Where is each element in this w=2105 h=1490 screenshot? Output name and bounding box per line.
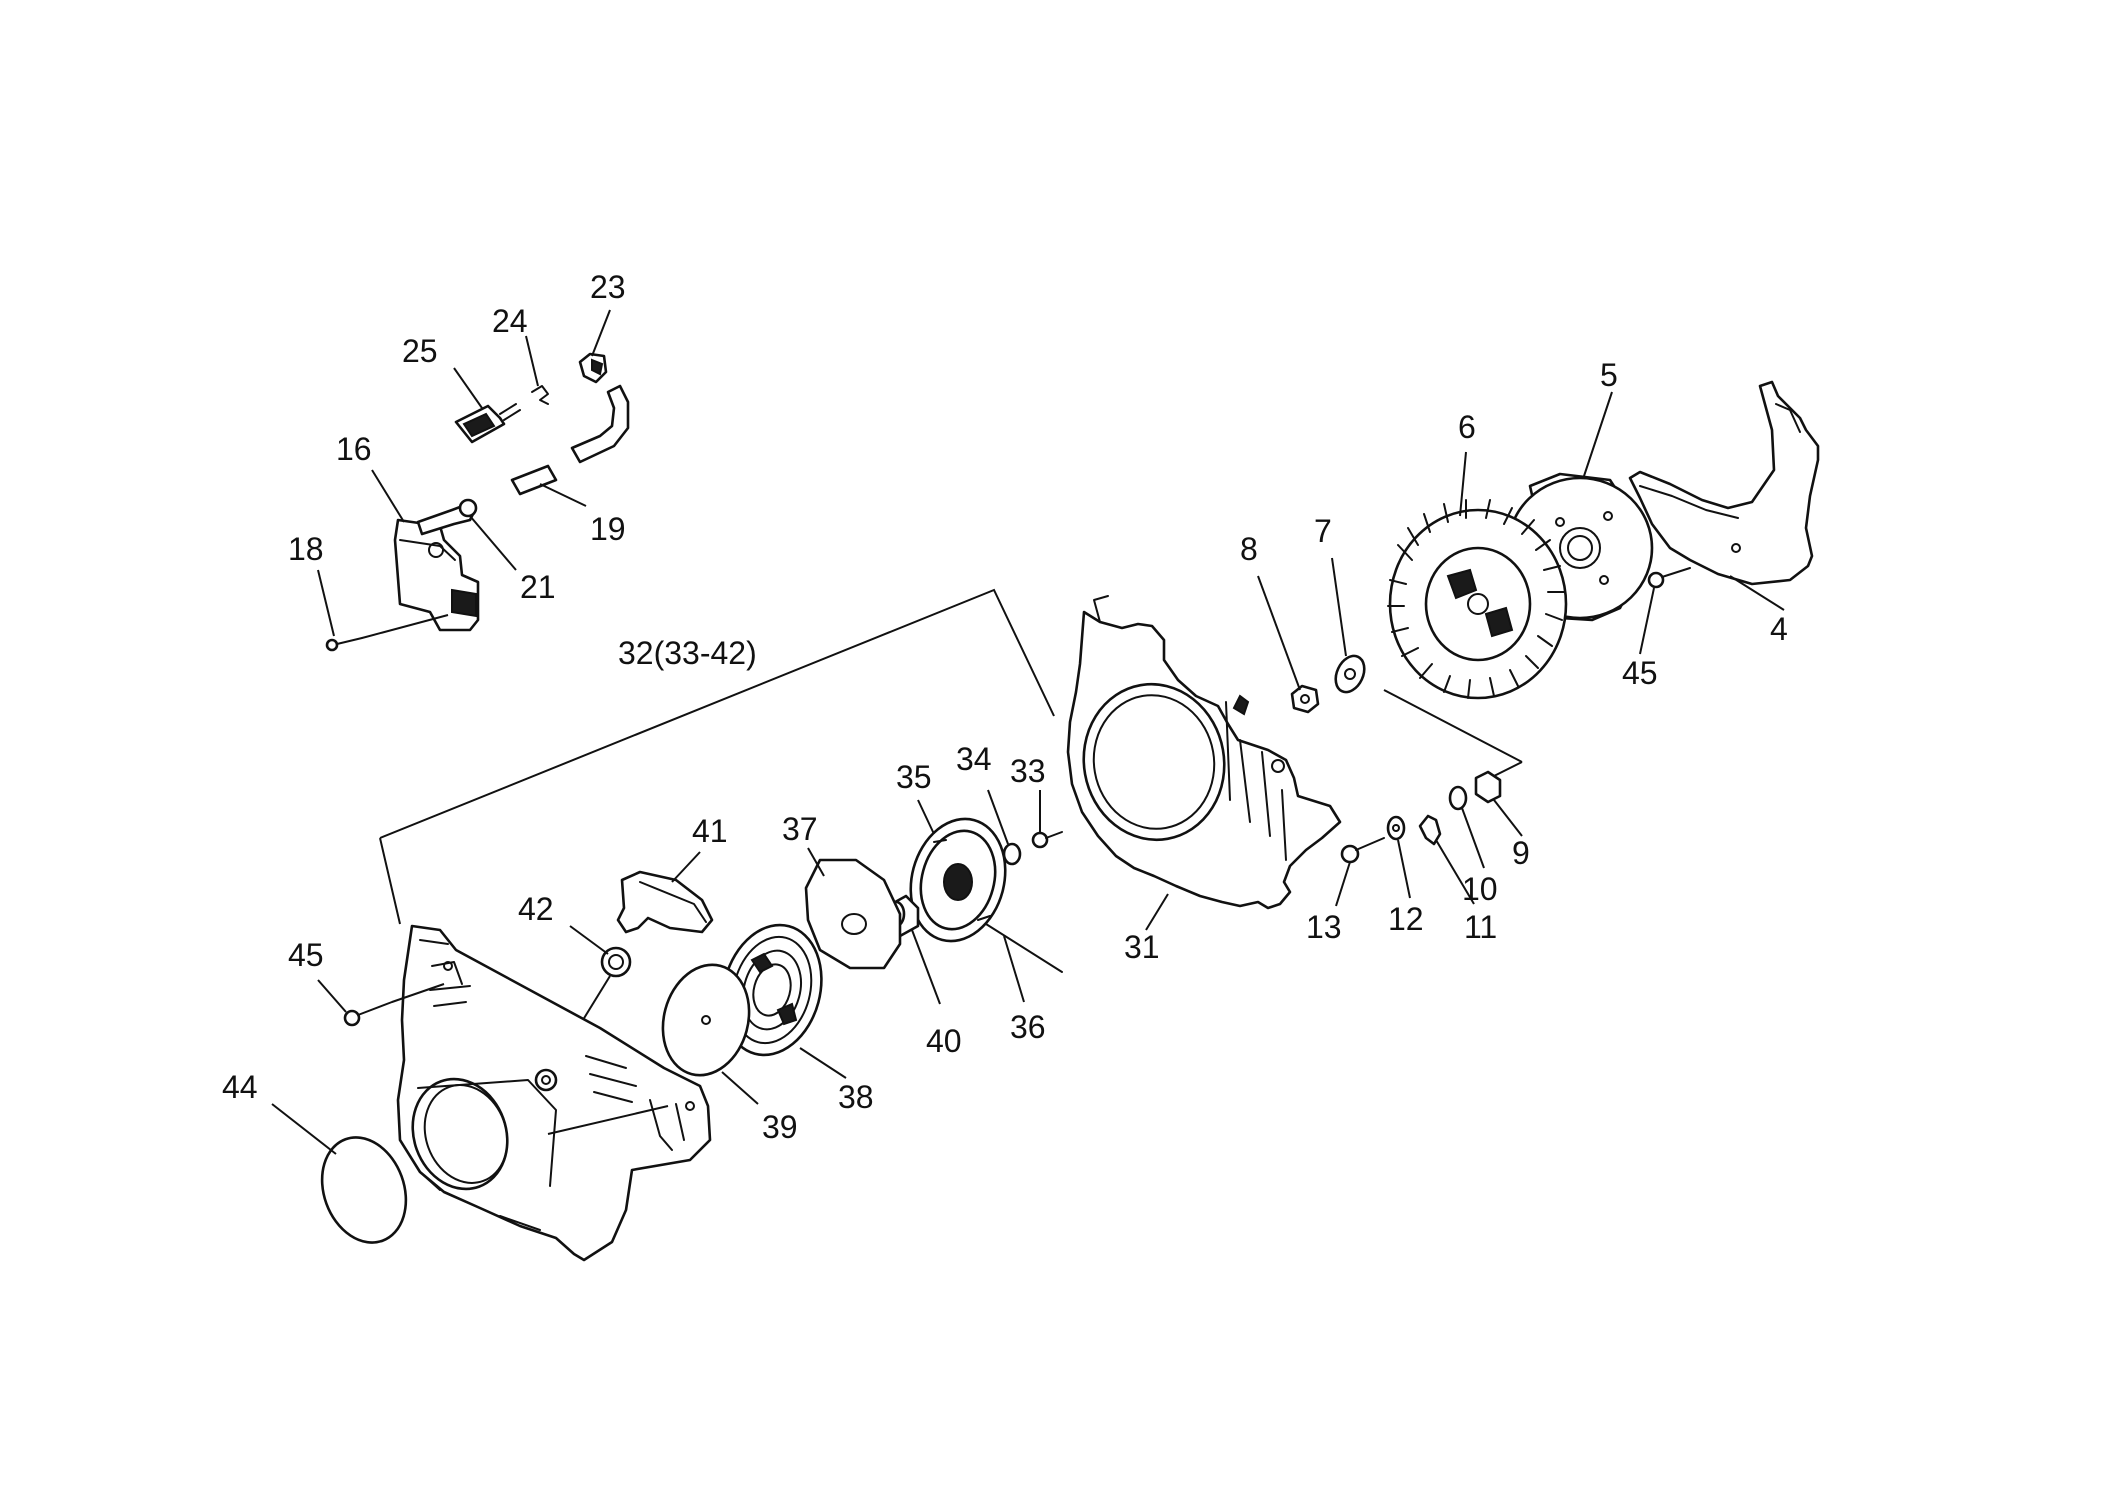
callout-23: 23 (590, 269, 626, 305)
starter-cover (396, 924, 712, 1262)
callout-45-lower: 45 (288, 937, 324, 973)
callout-5: 5 (1600, 357, 1618, 393)
part-13-bolt (1340, 837, 1385, 864)
callout-9: 9 (1512, 835, 1530, 871)
callout-41: 41 (692, 813, 728, 849)
part-18-screw (325, 637, 363, 652)
part-10-washer (1448, 785, 1468, 811)
callout-12: 12 (1388, 901, 1424, 937)
part-25-fitting (454, 403, 521, 444)
part-36-rope (985, 923, 1063, 973)
callout-6: 6 (1458, 409, 1476, 445)
part-24-clip (531, 385, 549, 405)
callout-44: 44 (222, 1069, 258, 1105)
callout-35: 35 (896, 759, 932, 795)
callout-25: 25 (402, 333, 438, 369)
part-42-grommet (600, 946, 632, 978)
cover-handle-axis (547, 1105, 669, 1135)
callout-37: 37 (782, 811, 818, 847)
part-31-fan-housing (1066, 595, 1342, 910)
part-23-elbow (578, 352, 608, 384)
part-12-washer (1386, 815, 1406, 841)
part-39-disc (661, 963, 751, 1077)
callout-10: 10 (1462, 871, 1498, 907)
part-45-screw-lower (343, 1001, 393, 1027)
part-37-plate (804, 858, 902, 970)
part-41-handle (616, 870, 714, 934)
part-9-nut (1474, 770, 1502, 804)
callout-21: 21 (520, 569, 556, 605)
callout-7: 7 (1314, 513, 1332, 549)
part-6-fan (1387, 499, 1568, 700)
callout-36: 36 (1010, 1009, 1046, 1045)
callout-45-upper: 45 (1622, 655, 1658, 691)
callout-11: 11 (1464, 909, 1497, 945)
part-33-screw (1031, 831, 1063, 849)
callout-42: 42 (518, 891, 554, 927)
part-45-screw-upper (1647, 567, 1691, 589)
callout-34: 34 (956, 741, 992, 777)
part-35-pulley (909, 817, 1007, 943)
callout-40: 40 (926, 1023, 962, 1059)
leader-lines (271, 309, 1785, 1155)
part-11-pawl (1418, 814, 1442, 846)
callout-39: 39 (762, 1109, 798, 1145)
callout-31: 31 (1124, 929, 1160, 965)
callout-13: 13 (1306, 909, 1342, 945)
part-8-nut (1290, 684, 1320, 714)
part-6-group-line (1383, 689, 1523, 785)
part-18-axis (361, 614, 449, 639)
callout-19: 19 (590, 511, 626, 547)
part-7-washer (1334, 654, 1366, 694)
part-45-axis (391, 983, 445, 1003)
callout-33: 33 (1010, 753, 1046, 789)
part-19-hose (510, 384, 630, 496)
callout-32: 32(33-42) (618, 635, 757, 671)
part-4-shroud (1628, 380, 1820, 586)
callout-38: 38 (838, 1079, 874, 1115)
callout-8: 8 (1240, 531, 1258, 567)
callout-16: 16 (336, 431, 372, 467)
callout-labels: 23 24 25 16 18 19 21 32(33-42) 8 7 6 5 4… (222, 269, 1788, 1145)
part-44-decal (320, 1136, 408, 1244)
callout-24: 24 (492, 303, 528, 339)
callout-4: 4 (1770, 611, 1788, 647)
callout-18: 18 (288, 531, 324, 567)
part-34-washer (1002, 842, 1022, 866)
part-16-bracket (393, 518, 480, 632)
part-21-nozzle (416, 498, 478, 536)
assembly-32-bracket (379, 588, 1055, 925)
